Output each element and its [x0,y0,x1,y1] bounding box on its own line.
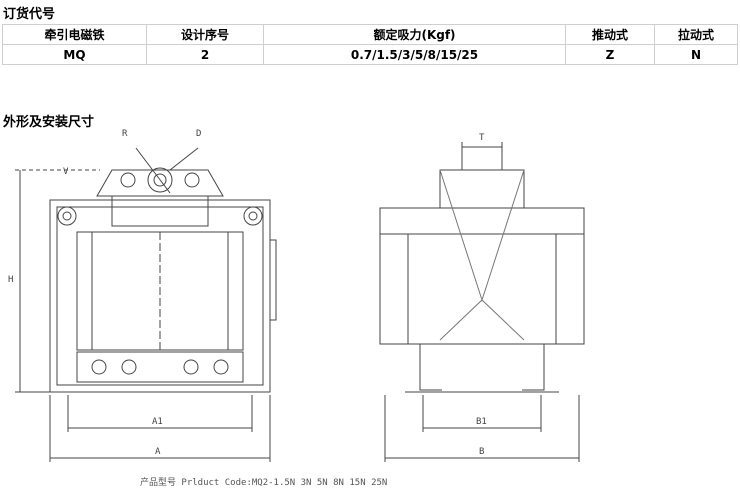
label-b1: B1 [476,417,487,427]
front-view [15,147,277,462]
value-cell: Z [565,44,655,65]
table-row: MQ 2 0.7/1.5/3/5/8/15/25 Z N [2,44,738,65]
value-cell: N [654,44,738,65]
label-a1: A1 [152,417,163,427]
order-code-table: 牵引电磁铁 设计序号 额定吸力(Kgf) 推动式 拉动式 MQ 2 0.7/1.… [2,24,738,65]
side-view [379,142,585,462]
table-header-row: 牵引电磁铁 设计序号 额定吸力(Kgf) 推动式 拉动式 [2,24,738,45]
label-r: R [122,129,128,139]
label-b: B [479,447,484,457]
label-a: A [155,447,161,457]
header-cell: 设计序号 [146,24,264,45]
label-d: D [196,129,201,139]
value-cell: 0.7/1.5/3/5/8/15/25 [263,44,566,65]
label-v: V [63,167,69,177]
product-code-caption: 产品型号 Prlduct Code:MQ2-1.5N 3N 5N 8N 15N … [140,478,388,488]
label-h: H [8,275,13,285]
label-t: T [479,133,485,143]
order-code-title: 订货代号 [3,7,56,22]
value-cell: MQ [2,44,147,65]
dimensions-title: 外形及安装尺寸 [3,115,95,130]
